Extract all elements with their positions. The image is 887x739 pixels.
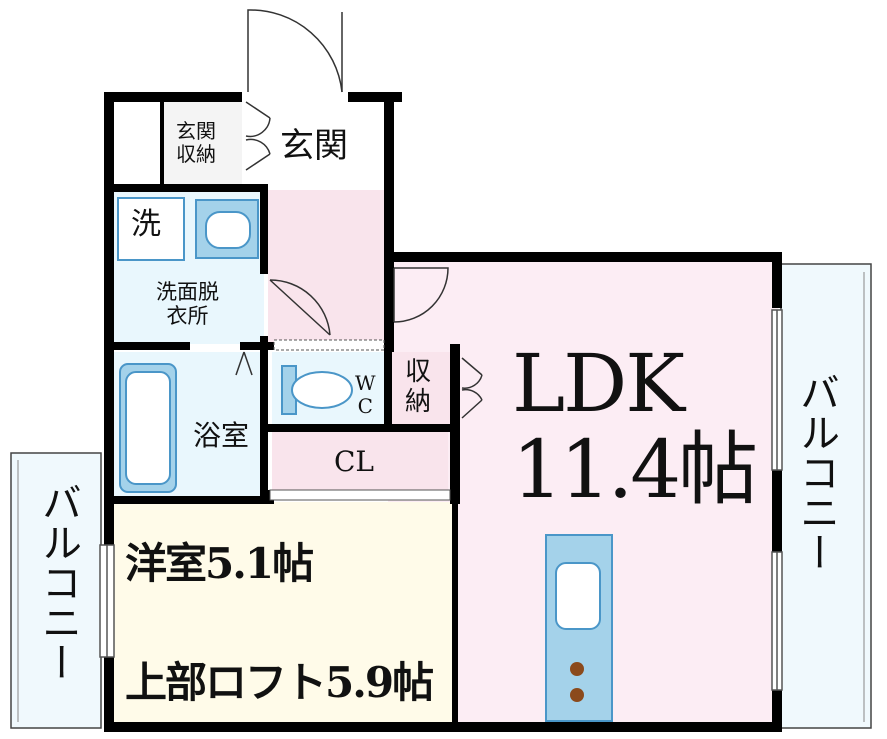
storage-fill — [392, 352, 452, 424]
room-label-balcony-left: バルコニー — [35, 482, 81, 682]
room-label-toilet: W C — [355, 371, 376, 418]
stove-burner-1 — [570, 662, 584, 676]
entrance-storage-fill — [160, 100, 242, 188]
walls — [104, 92, 782, 732]
room-label-loft: 上部ロフト5.9帖 — [125, 658, 434, 707]
room-label-washroom: 洗面脱 衣所 — [156, 280, 219, 329]
room-label-storage: 収 納 — [405, 357, 432, 417]
room-label-balcony-right: バルコニー — [793, 372, 839, 572]
doors — [235, 9, 483, 419]
room-label-closet: CL — [334, 445, 375, 478]
room-label-ldk-name: LDK — [512, 337, 685, 430]
stove-burner-2 — [570, 688, 584, 702]
room-label-western-room: 洋室5.1帖 — [125, 539, 314, 588]
western-room-fill — [112, 502, 452, 724]
fixtures — [117, 197, 613, 722]
room-label-entrance-storage: 玄関 収納 — [176, 119, 216, 166]
closet-fill — [272, 432, 448, 494]
balcony-left-area — [10, 452, 102, 729]
windows — [99, 309, 783, 691]
balcony-right-area — [780, 263, 872, 729]
room-label-entrance: 玄関 — [280, 126, 348, 166]
room-label-bathroom: 浴室 — [193, 419, 250, 452]
room-label-ldk-size: 11.4帖 — [512, 423, 758, 516]
room-label-washer: 洗 — [131, 207, 161, 242]
